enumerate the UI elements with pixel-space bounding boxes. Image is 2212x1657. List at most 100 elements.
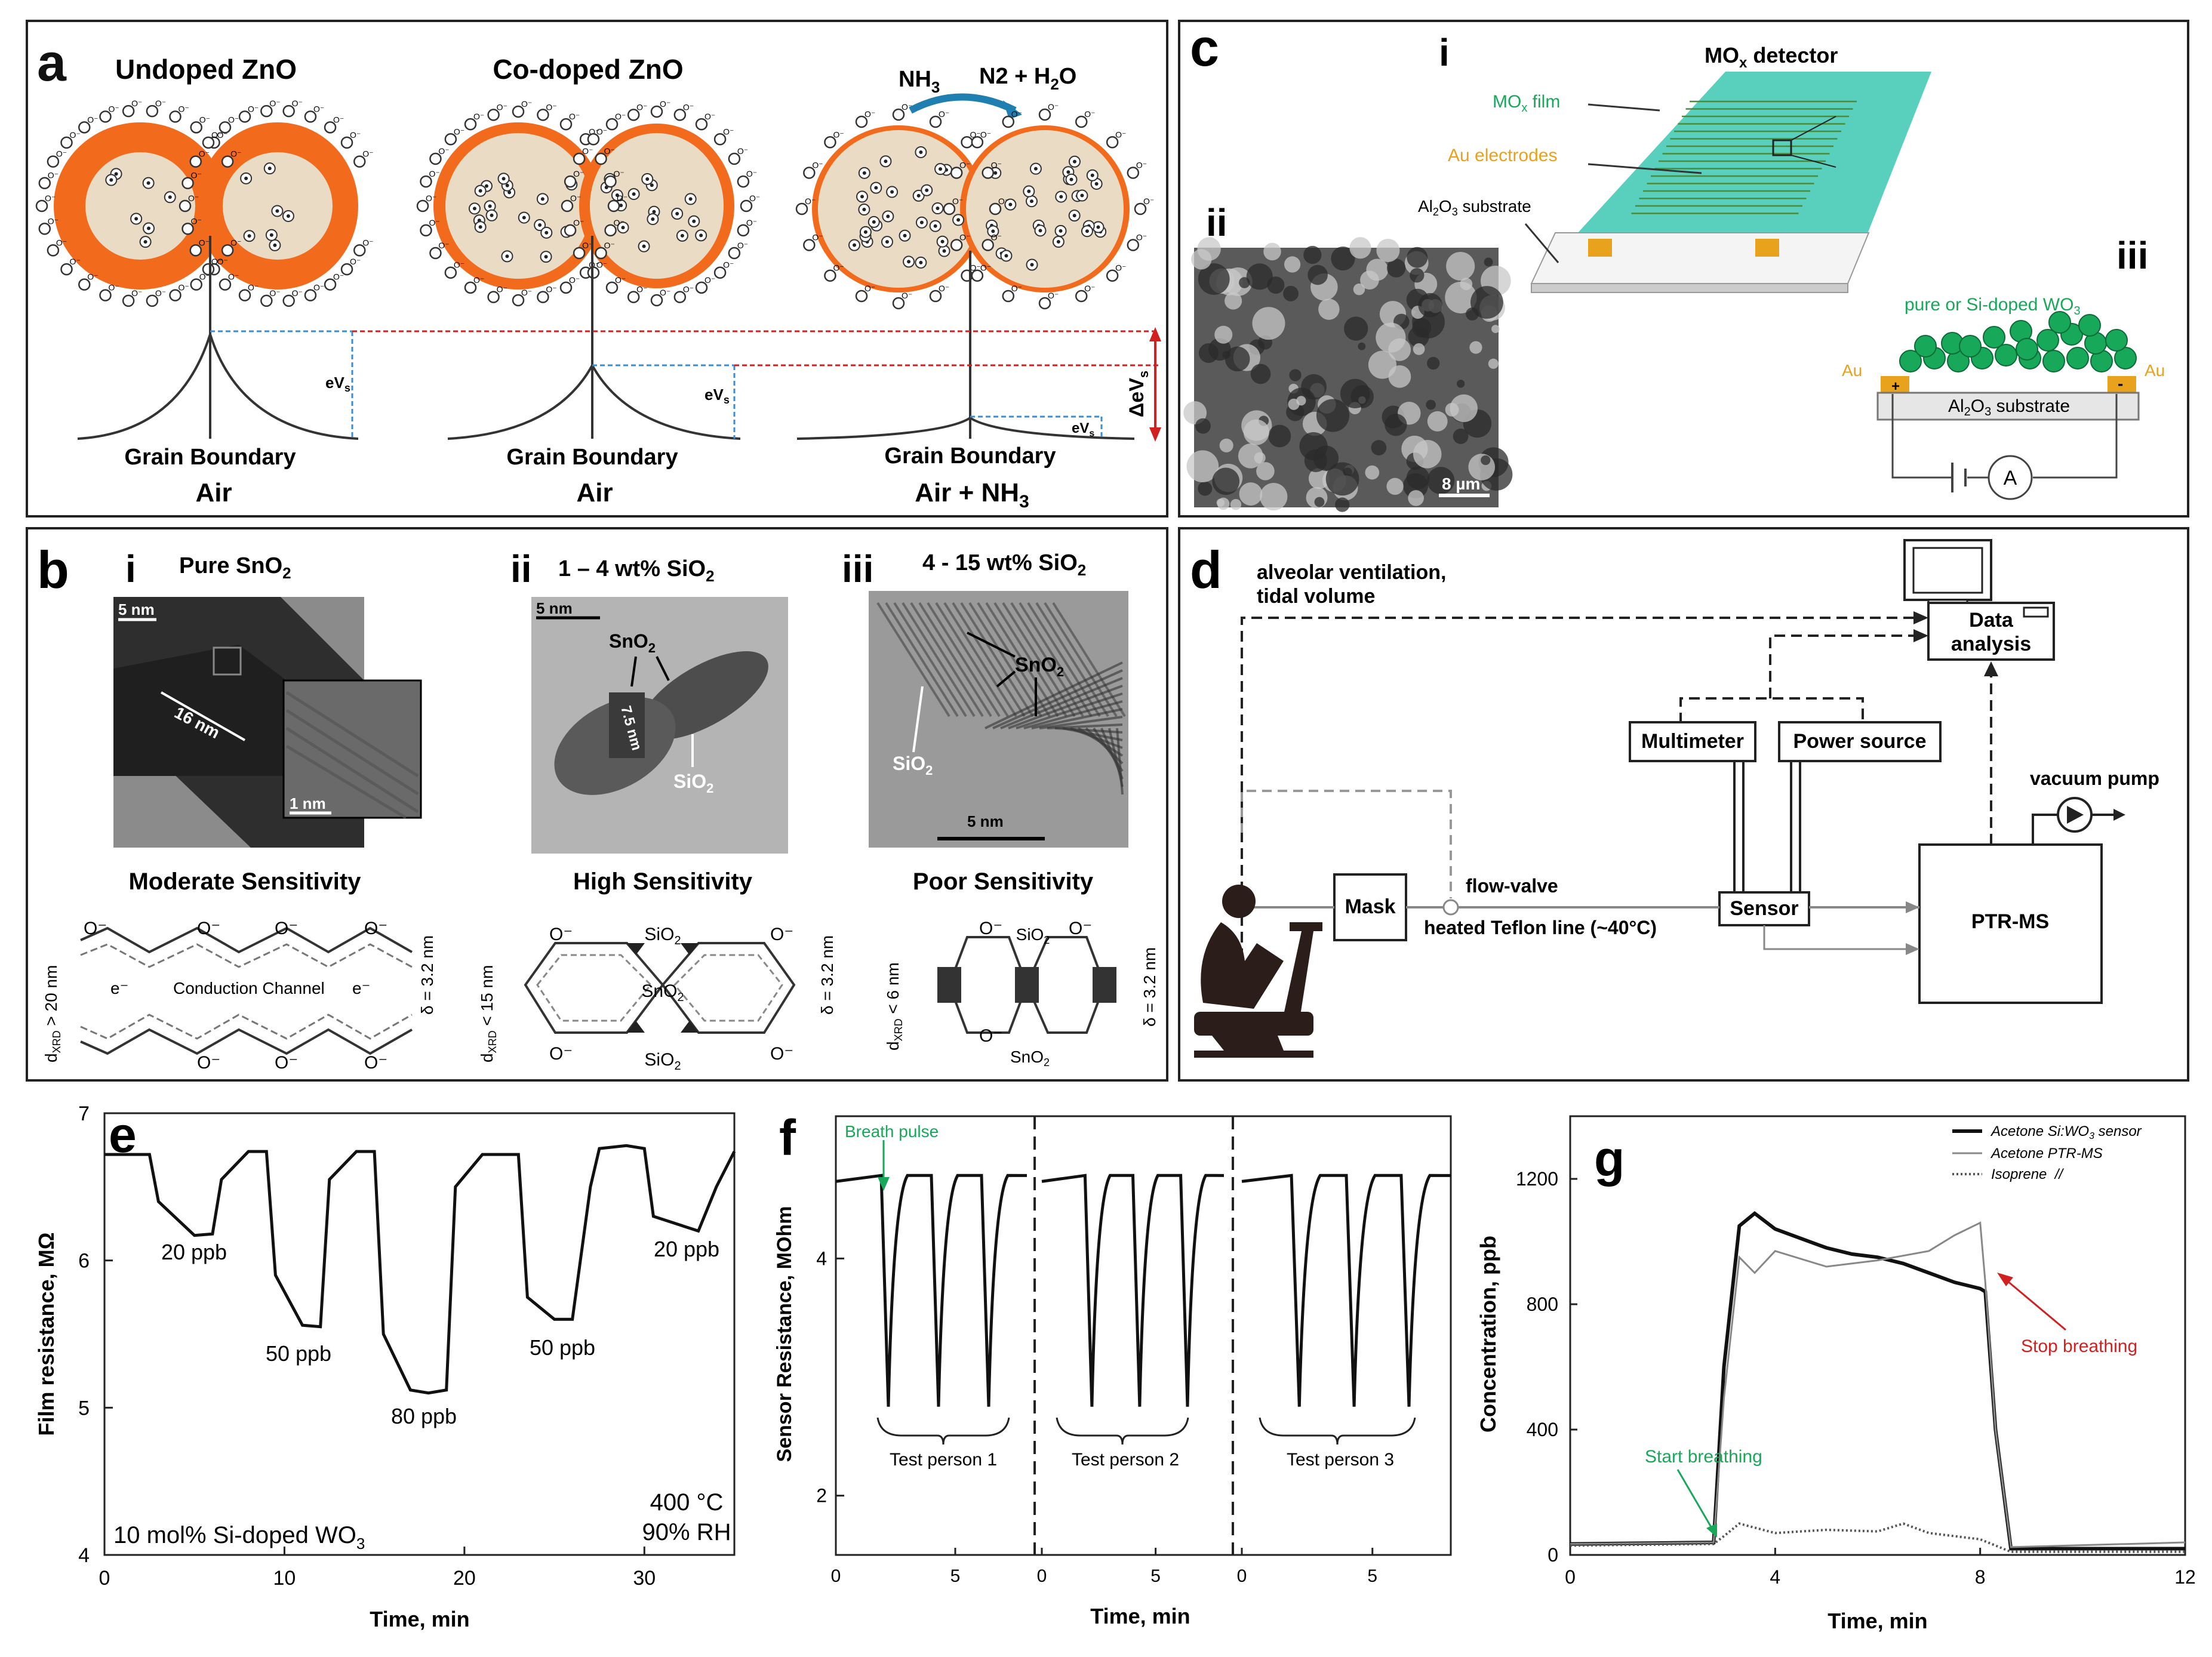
oxygen-ion-label: O⁻ [248, 283, 259, 292]
donor-dot-center [872, 220, 876, 224]
sensor-box [1718, 891, 1810, 926]
chart-f-person-label: Test person 2 [1072, 1450, 1179, 1470]
chart-g-line [1570, 1211, 2185, 1551]
oxygen-ion-label: O⁻ [269, 288, 280, 298]
oxygen-ion-label: O⁻ [69, 257, 80, 266]
oxygen-ion [737, 175, 750, 188]
donor-dot-center [1066, 170, 1070, 174]
oxygen-ion-label: O⁻ [211, 130, 222, 140]
y-tick-label: 2 [816, 1485, 827, 1507]
donor-dot-center [956, 218, 961, 222]
donor-dot-center [860, 195, 865, 199]
oxygen-ion-label: O⁻ [952, 196, 963, 206]
oxygen-ion [35, 199, 48, 212]
oxygen-ion [824, 269, 836, 282]
oxygen-ion [324, 278, 337, 291]
sem-grain [1239, 482, 1263, 506]
oxygen-ion-label: O⁻ [704, 112, 715, 121]
sem-grain [1195, 418, 1211, 434]
sem-grain [1198, 343, 1219, 364]
ptrms-label: PTR-MS [1971, 910, 2049, 933]
donor-dot-center [1033, 167, 1038, 171]
donor-dot-center [273, 243, 277, 247]
donor-dot-center [916, 193, 921, 198]
oxygen-ion-label: O⁻ [191, 171, 202, 180]
x-tick-label: 0 [99, 1567, 110, 1590]
grain-boundary-label-2: Grain Boundary [506, 445, 678, 470]
title-4-15-sio2: 4 - 15 wt% SiO2 [922, 550, 1086, 579]
chart-g-stop-annotation: Stop breathing [2021, 1336, 2137, 1356]
detector-title: MOx detector [1705, 43, 1838, 71]
oxygen-ion-label: O⁻ [275, 1053, 298, 1073]
donor-dot-center [147, 226, 151, 230]
sem-grain [1256, 462, 1275, 481]
schematic-moderate: Conduction Channel e⁻ e⁻ dXRD > 20 nm δ … [42, 919, 436, 1073]
donor-dot-center [688, 197, 693, 201]
fringe [960, 602, 1034, 717]
donor-dot-center [1030, 263, 1034, 267]
ventilation-label-2: tidal volume [1257, 585, 1375, 608]
donor-dot-center [109, 178, 113, 182]
al2o3-substrate-label: Al2O3 substrate [1418, 197, 1531, 218]
wo3-particle [1995, 344, 2017, 366]
oxygen-ion-label: O⁻ [546, 102, 556, 112]
sensitivity-poor: Poor Sensitivity [913, 868, 1094, 895]
oxygen-ion-label: O⁻ [56, 149, 67, 159]
oxygen-ion [60, 263, 73, 276]
oxygen-ion-label: O⁻ [155, 288, 166, 298]
chart-e-plot-area [103, 1112, 736, 1556]
oxygen-ion [169, 110, 181, 123]
oxygen-ion-label: O⁻ [248, 104, 259, 113]
oxygen-ion-label: O⁻ [292, 288, 303, 298]
fringe [952, 602, 1026, 717]
grain-boundary-label-1: Grain Boundary [124, 445, 296, 470]
chart-g-ylabel: Concentration, ppb [1476, 1236, 1500, 1433]
oxygen-ion [219, 278, 232, 291]
sem-grain [1371, 440, 1387, 455]
oxygen-ion-label: O⁻ [275, 919, 298, 938]
fringe [927, 602, 1001, 717]
oxygen-ion [189, 155, 202, 168]
oxygen-ion-label: O⁻ [998, 196, 1009, 206]
oxygen-ion-label: O⁻ [749, 193, 760, 203]
oxygen-ion-label: O⁻ [199, 238, 210, 247]
sem-grain [1365, 465, 1380, 480]
donor-dot-center [1069, 177, 1073, 181]
oxygen-ion-label: O⁻ [636, 102, 647, 112]
oxygen-ion-label: O⁻ [549, 1044, 573, 1064]
oxygen-ion [971, 269, 984, 282]
oxygen-ion [650, 294, 663, 307]
fringe [935, 602, 1009, 717]
sem-grain [1316, 399, 1350, 432]
contact-pad [1588, 239, 1612, 257]
fringe [885, 602, 959, 717]
title-1-4-sio2: 1 – 4 wt% SiO2 [558, 556, 715, 585]
oxygen-ion-label: O⁻ [362, 149, 373, 159]
x-tick-label: 5 [1367, 1566, 1377, 1586]
sem-grain [1358, 342, 1366, 350]
y-tick-label: 6 [78, 1250, 90, 1273]
chart-f-person-label: Test person 3 [1287, 1450, 1394, 1470]
oxygen-ion-label: O⁻ [604, 146, 615, 156]
y-tick-label: 7 [78, 1102, 90, 1125]
oxygen-ion-label: O⁻ [570, 193, 581, 203]
au-label-right: Au [2145, 361, 2165, 380]
oxygen-ion-label: O⁻ [683, 102, 694, 112]
oxygen-ion-label: O⁻ [292, 98, 303, 108]
oxygen-ion-label: O⁻ [521, 99, 532, 109]
sem-grain [1254, 452, 1266, 464]
oxygen-ion-label: O⁻ [69, 130, 80, 140]
oxygen-ion-label: O⁻ [1048, 291, 1059, 300]
oxygen-ion-label: O⁻ [179, 104, 189, 113]
sem-grain [1230, 498, 1242, 510]
oxygen-ion [1127, 167, 1140, 179]
donor-dot-center [114, 172, 118, 176]
oxygen-ion-label: O⁻ [87, 272, 98, 282]
sem-grain [1386, 258, 1406, 278]
label-sio2-bottom: SiO2 [644, 1050, 681, 1073]
chart-e-annotation: 80 ppb [391, 1404, 457, 1428]
chart-g-series [1570, 1211, 2186, 1553]
legend-isoprene: Isoprene // [1991, 1166, 2064, 1182]
sem-grain [1413, 439, 1442, 469]
fringe [876, 602, 950, 717]
